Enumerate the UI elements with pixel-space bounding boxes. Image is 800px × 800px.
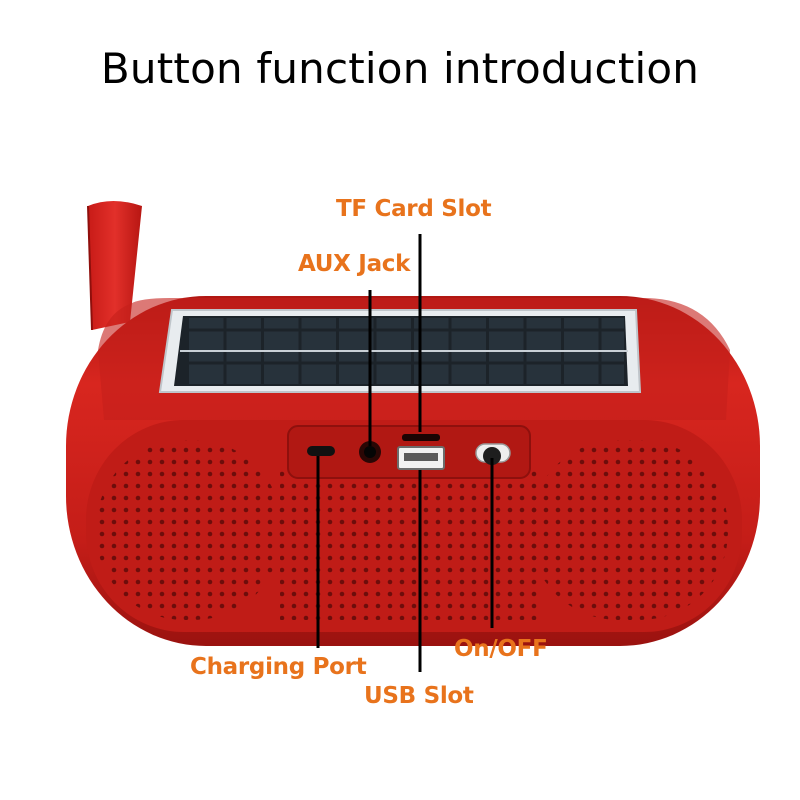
speaker-grill-right [530, 440, 728, 620]
on-off-label: On/OFF [454, 636, 548, 662]
speaker-grill-center [280, 470, 540, 620]
leader-lines [316, 234, 494, 672]
page-title: Button function introduction [100, 44, 700, 93]
carry-strap [87, 201, 142, 331]
aux-jack-icon [359, 441, 381, 463]
solar-panel [158, 309, 642, 393]
tf-card-slot-icon [402, 434, 440, 441]
aux-jack-label: AUX Jack [298, 251, 411, 277]
usb-c-port-icon [307, 446, 335, 456]
power-switch-icon [475, 443, 511, 465]
tf-card-slot-label: TF Card Slot [336, 196, 492, 222]
usb-slot-label: USB Slot [364, 683, 474, 709]
charging-port-label: Charging Port [190, 654, 367, 680]
speaker-grill-left [96, 440, 282, 620]
usb-port-icon [397, 446, 445, 470]
